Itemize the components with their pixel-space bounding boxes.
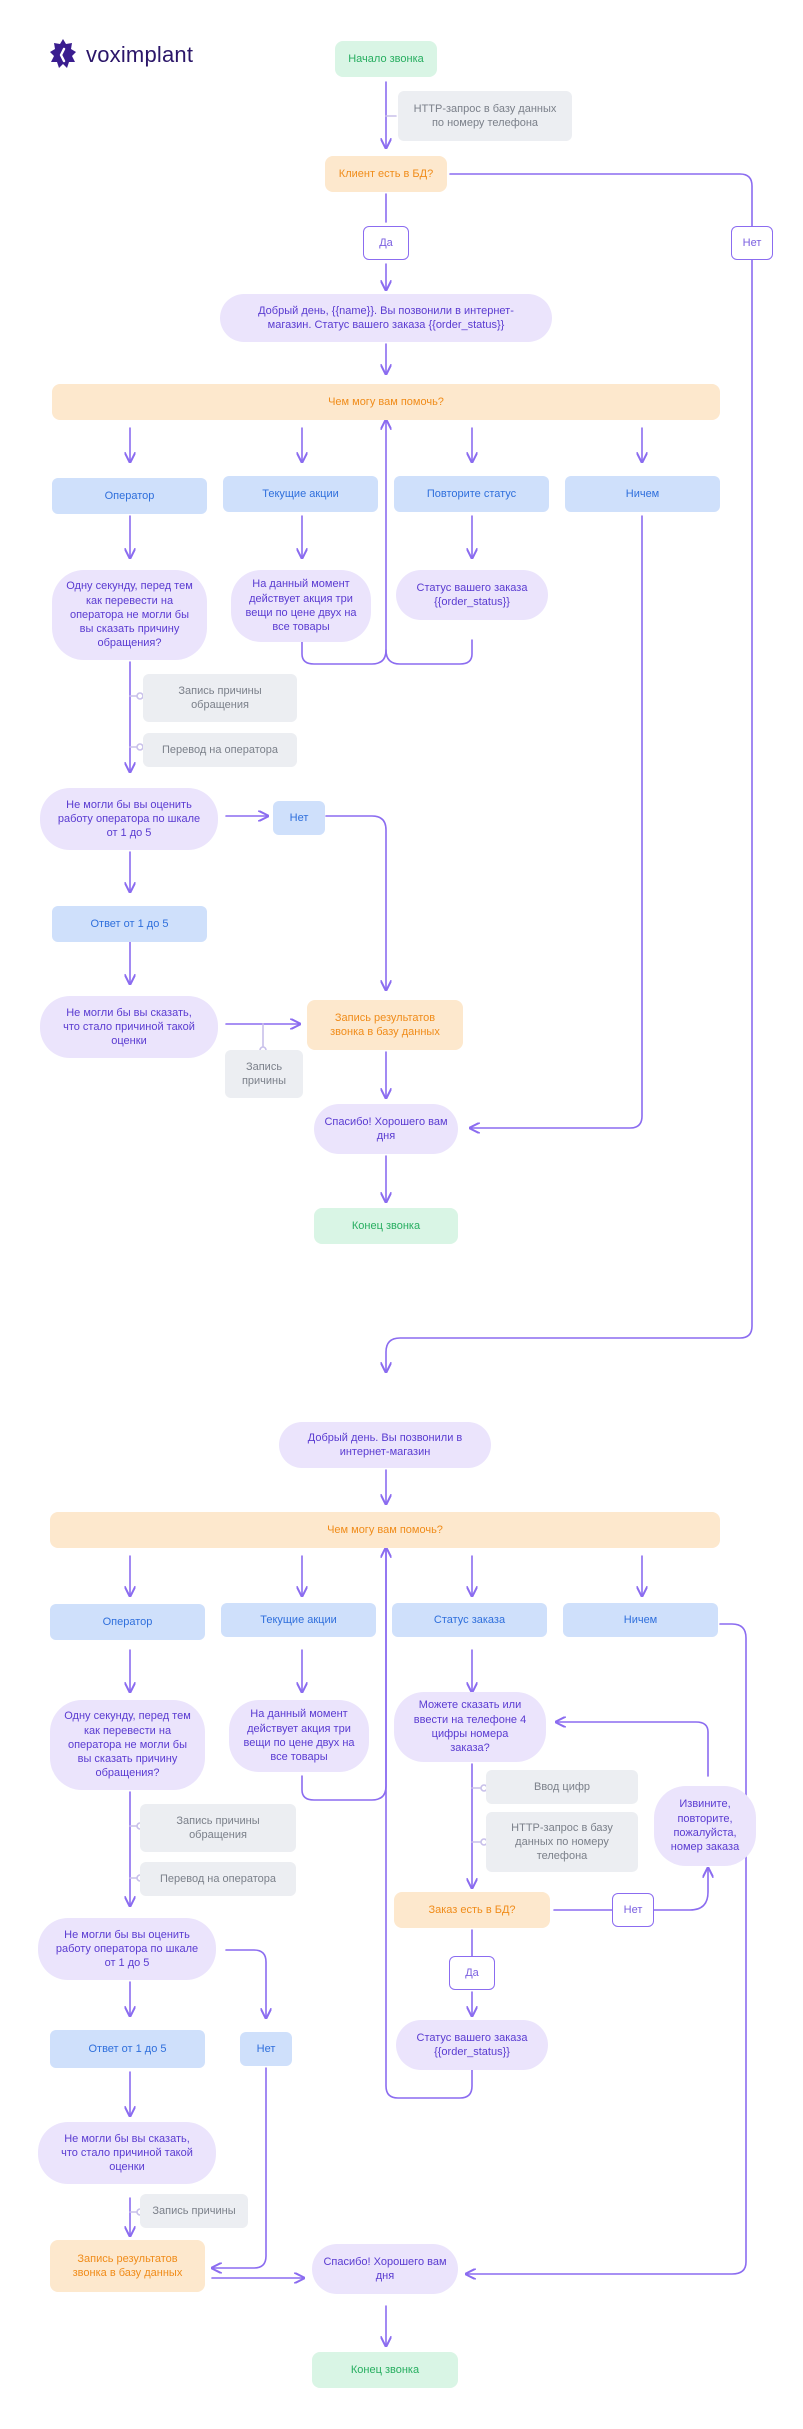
transfer-operator-node-2: Перевод на оператора	[140, 1862, 296, 1896]
record-results-node: Запись результатов звонка в базу данных	[307, 1000, 463, 1050]
end-node: Конец звонка	[314, 1208, 458, 1244]
client-in-db-node: Клиент есть в БД?	[325, 156, 447, 192]
rate-no-node: Нет	[273, 801, 325, 835]
rate-no-node-2: Нет	[240, 2032, 292, 2066]
option-repeat-status: Повторите статус	[394, 476, 549, 512]
help-node-2: Чем могу вам помочь?	[50, 1512, 720, 1548]
option-nothing: Ничем	[565, 476, 720, 512]
promo-text-node-2: На данный момент действует акция три вещ…	[229, 1700, 369, 1772]
order-in-db-node: Заказ есть в БД?	[394, 1892, 550, 1928]
digit-input-node: Ввод цифр	[486, 1770, 638, 1804]
option-operator: Оператор	[52, 478, 207, 514]
option-operator-2: Оператор	[50, 1604, 205, 1640]
sorry-repeat-node: Извините, повторите, пожалуйста, номер з…	[654, 1786, 756, 1866]
order-yes-label: Да	[449, 1956, 495, 1990]
wait-operator-node: Одну секунду, перед тем как перевести на…	[52, 570, 207, 660]
record-reason-node: Запись причины обращения	[143, 674, 297, 722]
http-request-node-2: HTTP-запрос в базу данных по номеру теле…	[486, 1812, 638, 1872]
record-reason-node-2: Запись причины обращения	[140, 1804, 296, 1852]
yes-label: Да	[363, 226, 409, 260]
start-node: Начало звонка	[335, 41, 437, 77]
wait-operator-node-2: Одну секунду, перед тем как перевести на…	[50, 1700, 205, 1790]
ask-digits-node: Можете сказать или ввести на телефоне 4 …	[394, 1692, 546, 1762]
thanks-node: Спасибо! Хорошего вам дня	[314, 1104, 458, 1154]
option-nothing-2: Ничем	[563, 1603, 718, 1637]
thanks-node-2: Спасибо! Хорошего вам дня	[312, 2244, 458, 2294]
status-text-node: Статус вашего заказа {{order_status}}	[396, 570, 548, 620]
rate-question-node: Не могли бы вы оценить работу оператора …	[40, 788, 218, 850]
answer-1-5-node-2: Ответ от 1 до 5	[50, 2030, 205, 2068]
answer-1-5-node: Ответ от 1 до 5	[52, 906, 207, 942]
option-promos-2: Текущие акции	[221, 1603, 376, 1637]
promo-text-node: На данный момент действует акция три вещ…	[231, 570, 371, 642]
rate-question-node-2: Не могли бы вы оценить работу оператора …	[38, 1918, 216, 1980]
greeting-node-2: Добрый день. Вы позвонили в интернет-маг…	[279, 1422, 491, 1468]
no-label: Нет	[731, 226, 773, 260]
option-promos: Текущие акции	[223, 476, 378, 512]
status-text-node-2: Статус вашего заказа {{order_status}}	[396, 2020, 548, 2070]
reason-question-node-2: Не могли бы вы сказать, что стало причин…	[38, 2122, 216, 2184]
record-results-node-2: Запись результатов звонка в базу данных	[50, 2240, 205, 2292]
voximplant-logo-icon	[50, 39, 76, 68]
end-node-2: Конец звонка	[312, 2352, 458, 2388]
http-request-node: HTTP-запрос в базу данных по номеру теле…	[398, 91, 572, 141]
help-node: Чем могу вам помочь?	[52, 384, 720, 420]
order-no-label: Нет	[612, 1893, 654, 1927]
voximplant-logo: voximplant	[48, 38, 193, 72]
transfer-operator-node: Перевод на оператора	[143, 733, 297, 767]
greeting-node: Добрый день, {{name}}. Вы позвонили в ин…	[220, 294, 552, 342]
brand-name: voximplant	[86, 42, 194, 67]
record-reason-short-node: Запись причины	[225, 1050, 303, 1098]
record-reason-short-node-2: Запись причины	[140, 2194, 248, 2228]
option-order-status: Статус заказа	[392, 1603, 547, 1637]
reason-question-node: Не могли бы вы сказать, что стало причин…	[40, 996, 218, 1058]
